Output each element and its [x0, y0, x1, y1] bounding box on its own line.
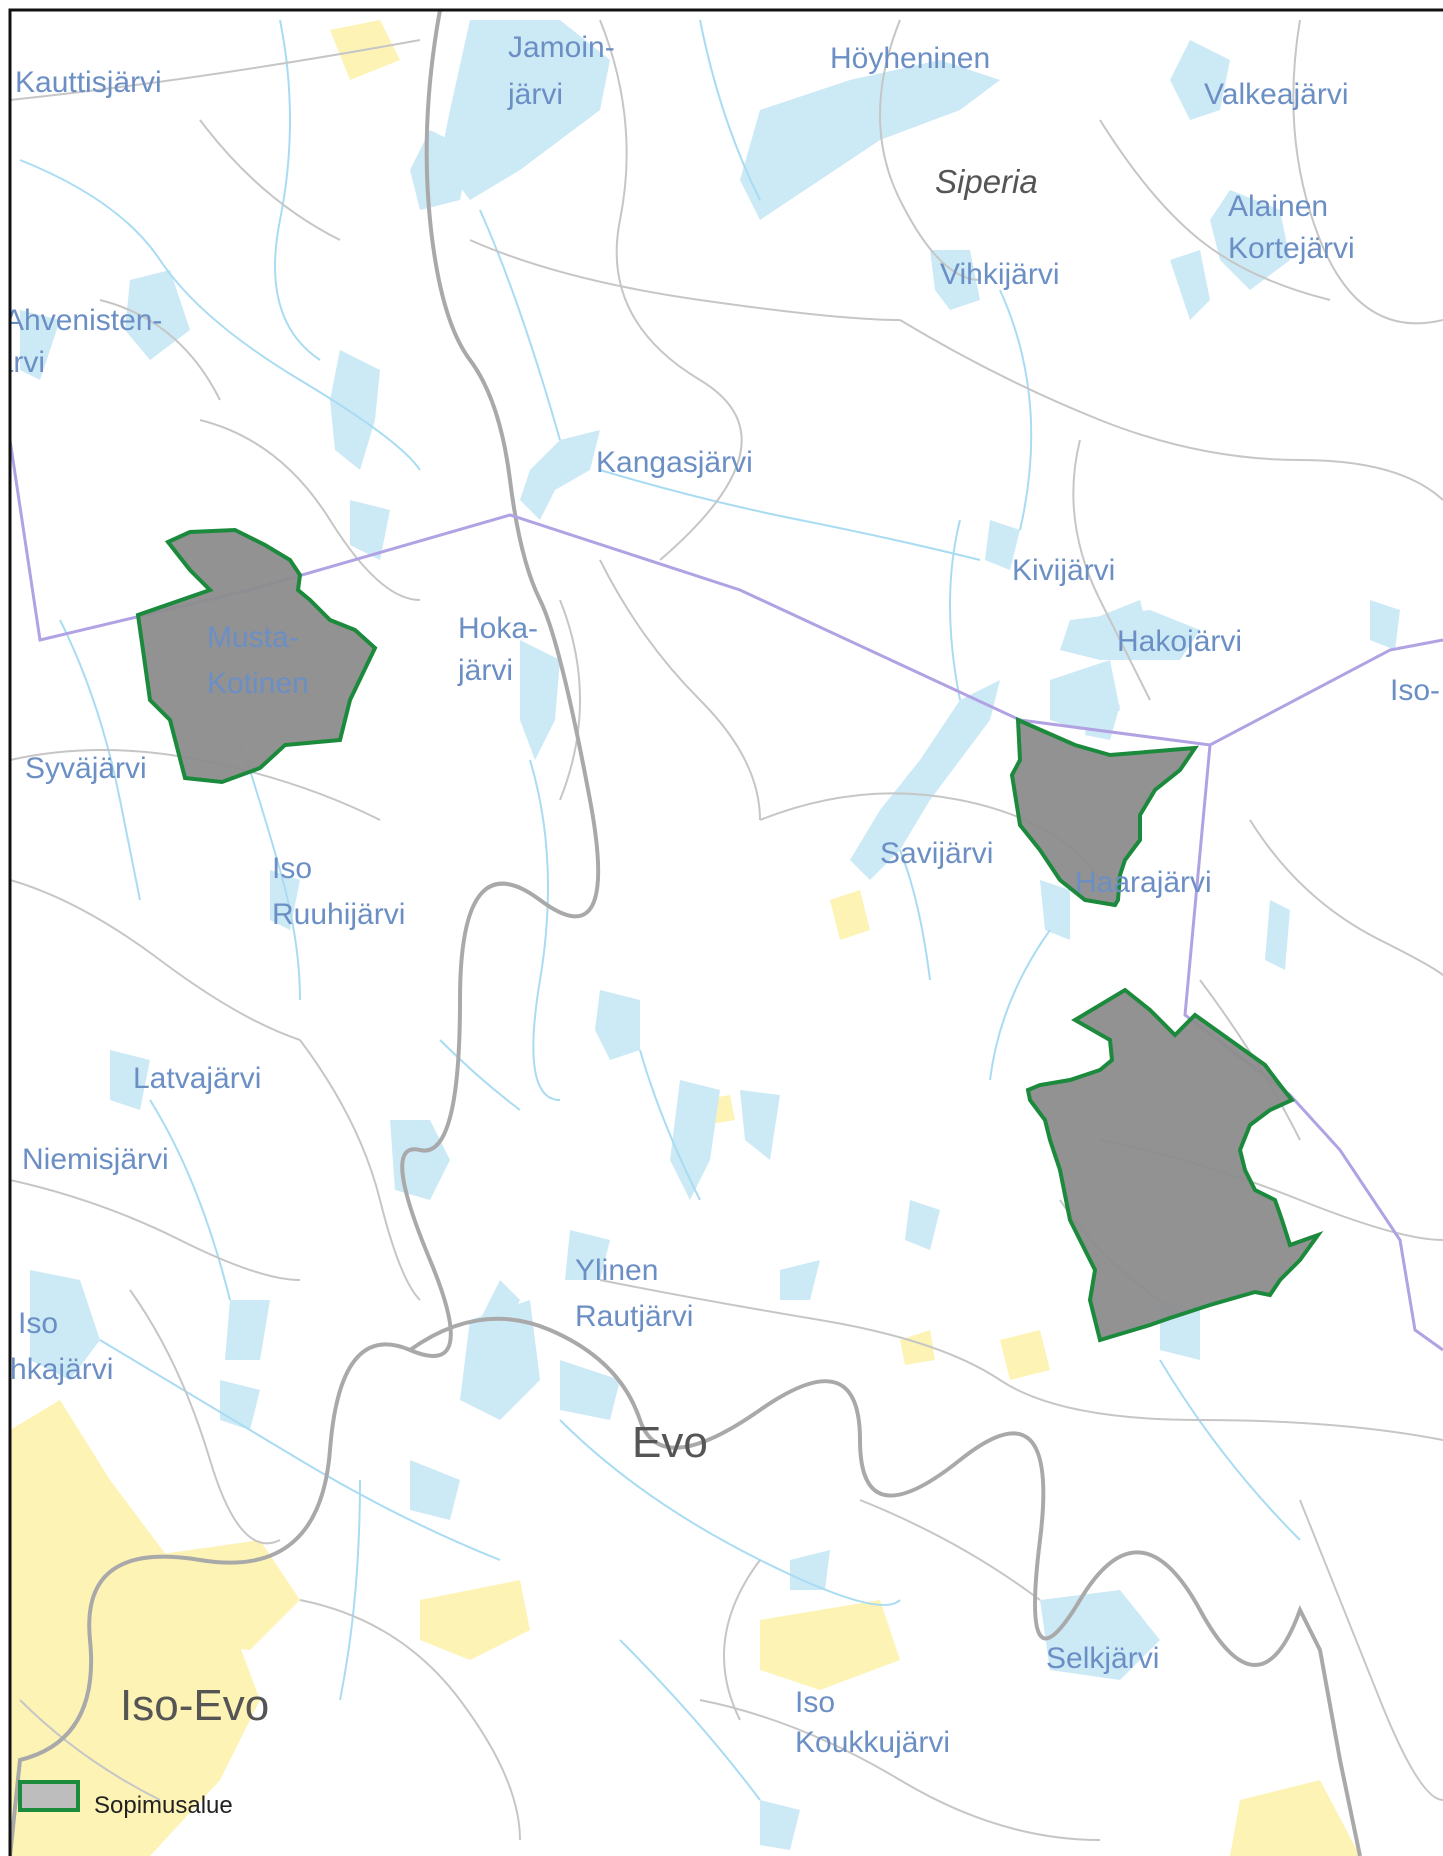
place-labels: Kauttisjärvi Jamoin- järvi Höyheninen Va…	[0, 31, 1440, 1759]
label-kangasjarvi: Kangasjärvi	[596, 446, 753, 479]
polygon-swatch-icon	[18, 1780, 80, 1812]
label-kortejarvi: Kortejärvi	[1228, 232, 1355, 265]
label-kauttisjarvi: Kauttisjärvi	[15, 66, 162, 99]
label-kotinen: Kotinen	[207, 667, 309, 700]
label-jamoinjarvi-2: järvi	[507, 78, 563, 111]
label-ylinen: Ylinen	[575, 1254, 658, 1287]
label-ahvenisten-1: Ahvenisten-	[4, 304, 162, 337]
label-rautjarvi: Rautjärvi	[575, 1300, 693, 1333]
label-kivijarvi: Kivijärvi	[1012, 554, 1115, 587]
label-iso-partial: Iso-	[1390, 674, 1440, 707]
municipal-border	[10, 439, 1443, 1352]
label-iso-ruuhijarvi-2: Ruuhijärvi	[272, 898, 405, 931]
label-syvajarvi: Syväjärvi	[25, 752, 147, 785]
label-vihkijarvi: Vihkijärvi	[940, 258, 1060, 291]
contract-area-southeast[interactable]	[1025, 987, 1324, 1343]
label-iso-left: Iso	[18, 1307, 58, 1340]
streams	[19, 19, 1301, 1801]
label-iso-koukkujarvi-2: Koukkujärvi	[795, 1726, 950, 1759]
label-siperia: Siperia	[935, 163, 1038, 200]
label-alainen: Alainen	[1228, 190, 1328, 223]
label-hoka: Hoka-	[458, 612, 538, 645]
label-musta: Musta-	[207, 621, 299, 654]
map-frame	[8, 8, 1443, 1856]
major-roads	[10, 10, 1362, 1856]
label-iso-evo: Iso-Evo	[120, 1681, 269, 1730]
label-savijarvi: Savijärvi	[880, 837, 993, 870]
label-niemisjarvi: Niemisjärvi	[22, 1143, 169, 1176]
label-hakojarvi: Hakojärvi	[1117, 625, 1242, 658]
label-ahvenisten-2: järvi	[0, 346, 45, 379]
contract-area-musta-kotinen[interactable]	[135, 527, 378, 785]
label-hoyheninen: Höyheninen	[830, 42, 990, 75]
label-selkjarvi: Selkjärvi	[1046, 1642, 1159, 1675]
label-iso-ruuhijarvi-1: Iso	[272, 852, 312, 885]
label-iso-koukkujarvi-1: Iso	[795, 1686, 835, 1719]
label-hoka-jarvi: järvi	[457, 654, 513, 687]
contract-areas[interactable]	[135, 527, 1324, 1343]
legend-label: Sopimusalue	[94, 1792, 233, 1819]
label-iso-left-2: Ahkajärvi	[0, 1353, 113, 1386]
contract-area-haarajarvi[interactable]	[1009, 716, 1200, 908]
label-jamoinjarvi-1: Jamoin-	[508, 31, 615, 64]
label-valkeajarvi: Valkeajärvi	[1204, 78, 1349, 111]
label-latvajarvi: Latvajärvi	[133, 1062, 261, 1095]
legend: Sopimusalue	[18, 1780, 233, 1819]
lakes	[20, 20, 1400, 1850]
label-haarajarvi: Haarajärvi	[1075, 866, 1212, 899]
label-evo: Evo	[632, 1418, 708, 1467]
